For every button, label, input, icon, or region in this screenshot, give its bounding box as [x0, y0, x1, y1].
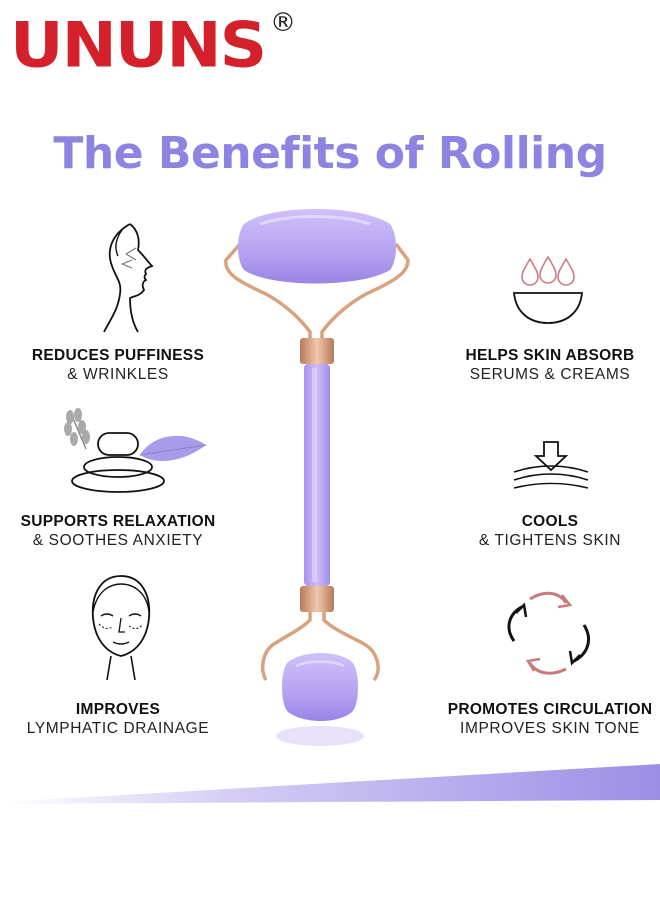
benefit-improves-drainage: IMPROVES LYMPHATIC DRAINAGE [0, 700, 236, 739]
serum-drops-icon [513, 255, 583, 324]
benefit-title: SUPPORTS RELAXATION [20, 513, 216, 530]
benefit-subtitle: & WRINKLES [67, 366, 169, 384]
benefit-title: REDUCES PUFFINESS [31, 347, 205, 364]
tightening-icon [513, 441, 589, 489]
page-title: The Benefits of Rolling [53, 128, 607, 179]
benefit-cools: COOLS & TIGHTENS SKIN [430, 512, 660, 551]
jade-roller-image [224, 209, 410, 746]
benefit-subtitle: & TIGHTENS SKIN [478, 532, 622, 550]
benefit-reduces-puffiness: REDUCES PUFFINESS & WRINKLES [0, 346, 236, 385]
benefit-title: IMPROVES [75, 701, 161, 718]
spa-stones-icon [64, 408, 207, 493]
benefit-title: COOLS [521, 513, 579, 530]
benefit-subtitle: & SOOTHES ANXIETY [32, 532, 204, 550]
benefit-subtitle: LYMPHATIC DRAINAGE [26, 720, 210, 738]
decorative-band [0, 764, 660, 804]
benefit-supports-relaxation: SUPPORTS RELAXATION & SOOTHES ANXIETY [0, 512, 236, 551]
benefit-title: HELPS SKIN ABSORB [465, 347, 635, 364]
registered-mark: ® [270, 8, 296, 38]
benefit-subtitle: SERUMS & CREAMS [469, 366, 631, 384]
circulation-arrows-icon [507, 591, 590, 675]
benefit-title: PROMOTES CIRCULATION [447, 701, 653, 718]
brand-logo: UNUNS [10, 8, 267, 82]
benefit-helps-skin-absorb: HELPS SKIN ABSORB SERUMS & CREAMS [430, 346, 660, 385]
face-profile-icon [103, 223, 154, 333]
benefit-promotes-circulation: PROMOTES CIRCULATION IMPROVES SKIN TONE [430, 700, 660, 739]
benefit-subtitle: IMPROVES SKIN TONE [460, 720, 640, 738]
face-drainage-icon [91, 575, 151, 681]
